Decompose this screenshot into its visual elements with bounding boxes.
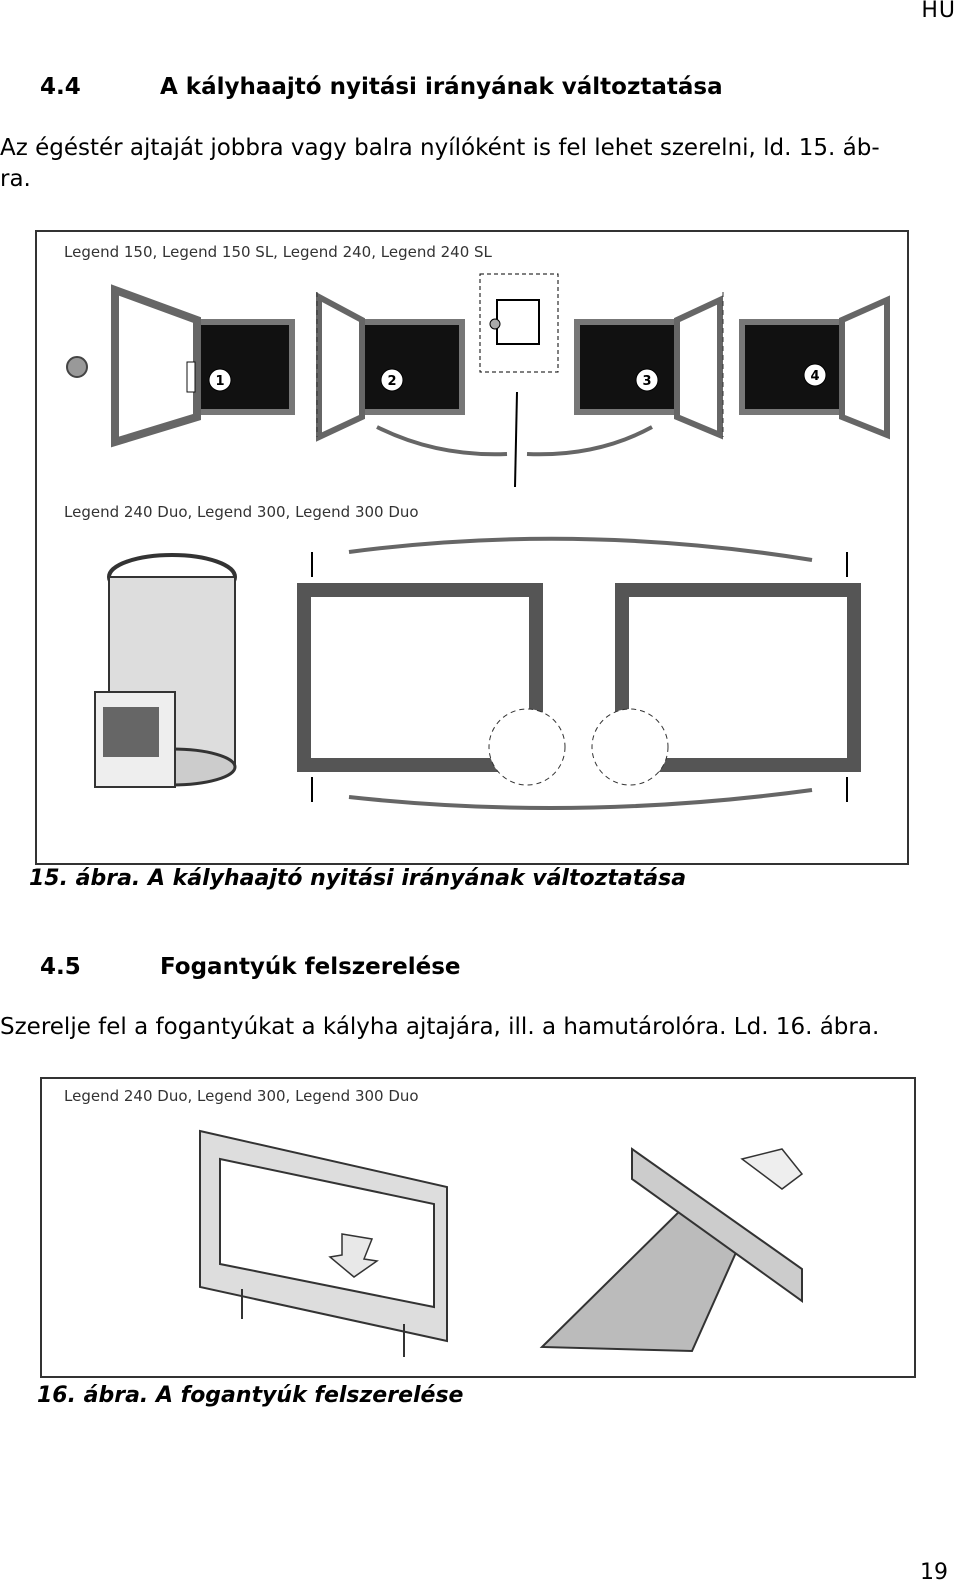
curved-arrow xyxy=(348,536,813,562)
door-step-3: 3 xyxy=(574,292,724,440)
detail-circle xyxy=(488,708,566,786)
step-badge xyxy=(380,368,404,392)
door-frame-left xyxy=(297,583,543,772)
section-title: Fogantyúk felszerelése xyxy=(160,954,461,980)
detail-circle xyxy=(591,708,669,786)
curved-arrow xyxy=(526,425,653,457)
spring-icon xyxy=(66,356,88,378)
figure-label: Legend 240 Duo, Legend 300, Legend 300 D… xyxy=(64,1087,419,1105)
page-number: 19 xyxy=(920,1560,948,1585)
door-step-2: 2 xyxy=(316,291,465,442)
figure-16: Legend 240 Duo, Legend 300, Legend 300 D… xyxy=(40,1077,916,1378)
figure-16-drawing: Legend 240 Duo, Legend 300, Legend 300 D… xyxy=(64,1087,804,1357)
step-number: 1 xyxy=(215,374,224,389)
heater-illustration xyxy=(94,553,237,788)
rotation-inset xyxy=(479,273,559,488)
rotate-arrow-icon xyxy=(740,1148,804,1190)
step-badge xyxy=(635,368,659,392)
step-number: 2 xyxy=(387,374,396,389)
step-badge xyxy=(803,363,827,387)
figure-label-top: Legend 150, Legend 150 SL, Legend 240, L… xyxy=(64,243,493,261)
paragraph-line: ra. xyxy=(0,166,31,192)
step-number: 4 xyxy=(810,369,819,384)
figure-15-caption: 15. ábra. A kályhaajtó nyitási irányának… xyxy=(29,866,687,891)
door-step-4: 4 xyxy=(739,295,890,440)
ash-drawer-illustration xyxy=(539,1147,804,1353)
section-number: 4.4 xyxy=(40,74,81,100)
section-heading-4-5: 4.5 Fogantyúk felszerelése xyxy=(40,954,460,980)
paragraph-4-4: Az égéstér ajtaját jobbra vagy balra nyí… xyxy=(0,133,950,195)
door-front-illustration xyxy=(199,1129,448,1357)
curved-arrow xyxy=(376,425,508,457)
language-code: HU xyxy=(921,0,956,23)
step-badge xyxy=(208,368,232,392)
figure-15: Legend 150, Legend 150 SL, Legend 240, L… xyxy=(35,230,909,865)
door-step-1: 1 xyxy=(66,284,295,448)
figure-15-drawing: Legend 150, Legend 150 SL, Legend 240, L… xyxy=(64,243,890,810)
curved-arrow xyxy=(348,788,813,810)
paragraph-4-5: Szerelje fel a fogantyúkat a kályha ajta… xyxy=(0,1014,880,1040)
figure-label-bottom: Legend 240 Duo, Legend 300, Legend 300 D… xyxy=(64,503,419,521)
step-number: 3 xyxy=(642,374,651,389)
section-heading-4-4: 4.4 A kályhaajtó nyitási irányának változ… xyxy=(40,74,723,100)
paragraph-line: Az égéstér ajtaját jobbra vagy balra nyí… xyxy=(0,135,880,161)
section-number: 4.5 xyxy=(40,954,81,980)
section-title: A kályhaajtó nyitási irányának változtat… xyxy=(160,74,723,100)
down-arrow-icon xyxy=(328,1233,379,1278)
figure-16-caption: 16. ábra. A fogantyúk felszerelése xyxy=(37,1383,464,1408)
